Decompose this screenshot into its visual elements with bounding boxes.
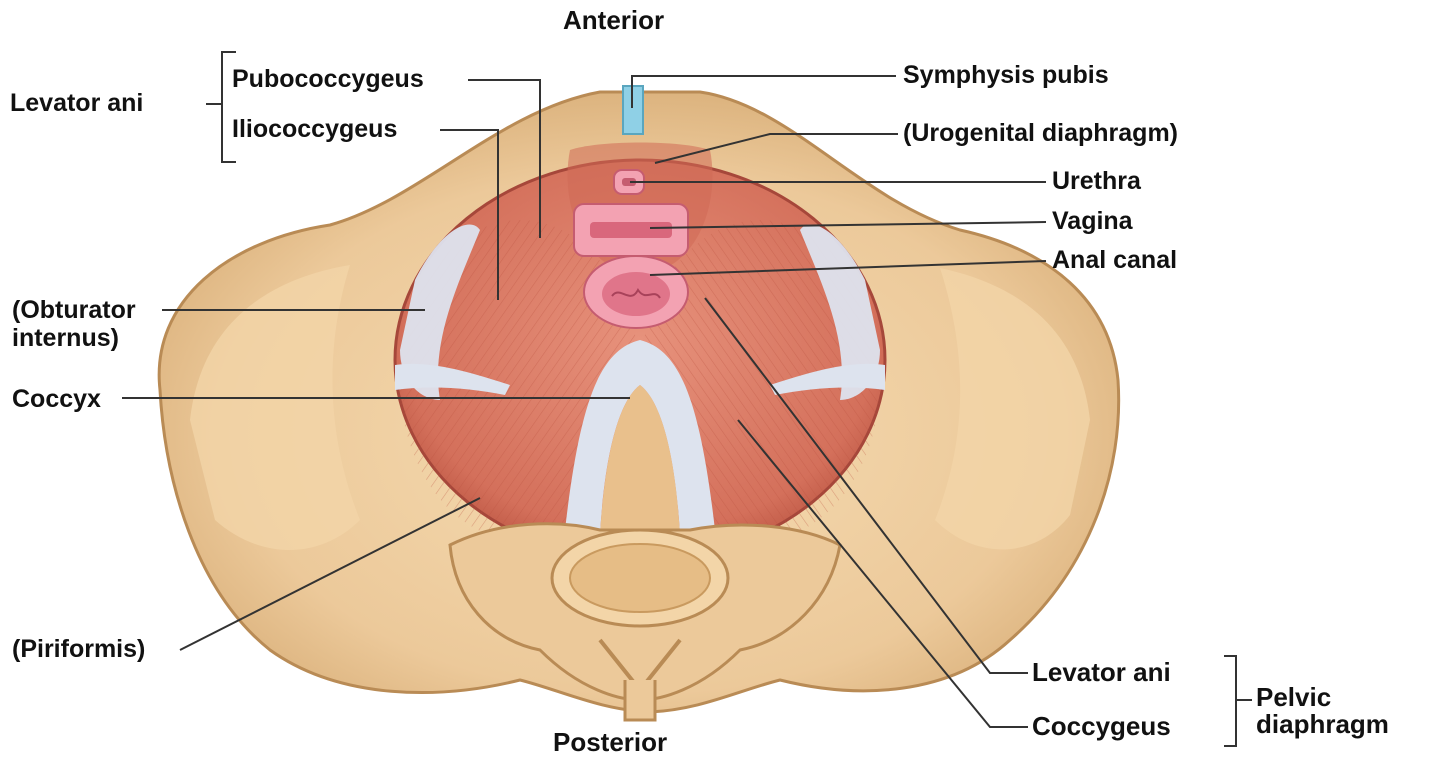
pubococcygeus-label: Pubococcygeus [232, 66, 424, 94]
urethra-label: Urethra [1052, 168, 1141, 196]
coccygeus-label: Coccygeus [1032, 712, 1171, 741]
pelvic-diaphragm-label: Pelvic diaphragm [1256, 684, 1389, 739]
vagina-label: Vagina [1052, 208, 1133, 236]
anal-canal-label: Anal canal [1052, 247, 1177, 275]
levator-ani-group-label: Levator ani [10, 90, 143, 118]
piriformis-label: (Piriformis) [12, 636, 145, 664]
symphysis-pubis-label: Symphysis pubis [903, 62, 1109, 90]
iliococcygeus-label: Iliococcygeus [232, 116, 397, 144]
urogenital-diaphragm-label: (Urogenital diaphragm) [903, 120, 1178, 148]
coccyx-label: Coccyx [12, 386, 101, 414]
levator-ani-right-label: Levator ani [1032, 658, 1171, 687]
sacrum [450, 524, 840, 720]
obturator-internus-label: (Obturator internus) [12, 297, 136, 352]
anterior-label: Anterior [563, 6, 664, 35]
posterior-label: Posterior [553, 728, 667, 757]
